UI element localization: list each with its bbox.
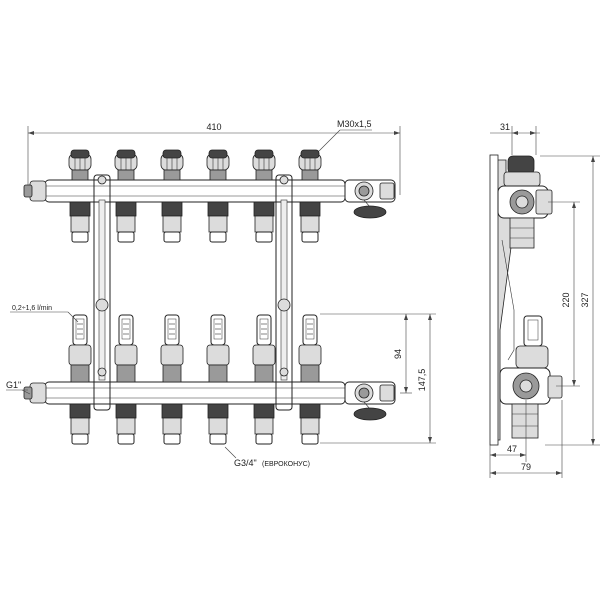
dimension-width: 410 <box>27 122 401 195</box>
valve-head <box>160 149 184 181</box>
top-valve-heads <box>68 149 322 181</box>
thread-callout: M30x1,5 <box>311 119 372 159</box>
label-220: 220 <box>561 292 571 307</box>
label-47: 47 <box>507 444 517 454</box>
flow-meter <box>298 314 322 383</box>
valve-head <box>114 149 138 181</box>
label-327: 327 <box>580 292 590 307</box>
inlet-callout: G1" <box>6 380 31 395</box>
bottom-outlets <box>69 403 321 445</box>
outlet-fitting <box>115 403 137 445</box>
top-manifold-bar <box>23 179 396 219</box>
dimension-220: 220 <box>548 201 580 387</box>
label-outlet-note: (ЕВРОКОНУС) <box>262 461 310 468</box>
outlet-fitting <box>207 403 229 445</box>
outlet-fitting <box>69 201 91 243</box>
outlet-fitting <box>69 403 91 445</box>
label-147: 147,5 <box>417 369 427 392</box>
label-outlet: G3/4" <box>234 458 257 468</box>
label-94: 94 <box>393 349 403 359</box>
outlet-fitting <box>299 403 321 445</box>
flow-meter <box>114 314 138 383</box>
dimension-147: 147,5 <box>320 313 436 444</box>
outlet-fitting <box>207 201 229 243</box>
outlet-fitting <box>161 403 183 445</box>
flow-callout: 0,2÷1,6 l/min <box>10 305 79 323</box>
label-410: 410 <box>206 122 221 132</box>
mounting-brackets <box>93 174 293 411</box>
label-thread: M30x1,5 <box>337 119 372 129</box>
top-outlets <box>69 201 321 243</box>
valve-head <box>206 149 230 181</box>
dimension-31: 31 <box>490 122 540 155</box>
wall-bracket <box>489 154 515 446</box>
valve-head <box>298 149 322 181</box>
side-lower-unit <box>499 315 563 439</box>
side-view: 31 <box>489 122 600 478</box>
flow-meter <box>206 314 230 383</box>
label-79: 79 <box>521 462 531 472</box>
outlet-fitting <box>253 403 275 445</box>
outlet-fitting <box>299 201 321 243</box>
flow-meters <box>68 314 322 383</box>
outlet-fitting <box>253 201 275 243</box>
flow-meter <box>252 314 276 383</box>
outlet-fitting <box>161 201 183 243</box>
valve-head <box>252 149 276 181</box>
dimension-47: 47 <box>489 400 527 478</box>
label-31: 31 <box>500 122 510 132</box>
front-view: 410 M30x1,5 <box>6 119 436 468</box>
bottom-manifold-bar <box>23 381 396 421</box>
valve-head <box>68 149 92 181</box>
label-inlet: G1" <box>6 380 21 390</box>
dimension-94: 94 <box>320 313 412 394</box>
outlet-callout: G3/4" (ЕВРОКОНУС) <box>224 446 310 468</box>
dimension-79: 79 <box>490 400 563 478</box>
outlet-fitting <box>115 201 137 243</box>
flow-meter <box>160 314 184 383</box>
flow-meter <box>68 314 92 383</box>
label-flow-range: 0,2÷1,6 l/min <box>12 305 52 312</box>
side-upper-unit <box>497 155 553 249</box>
dimension-327: 327 <box>540 155 600 446</box>
